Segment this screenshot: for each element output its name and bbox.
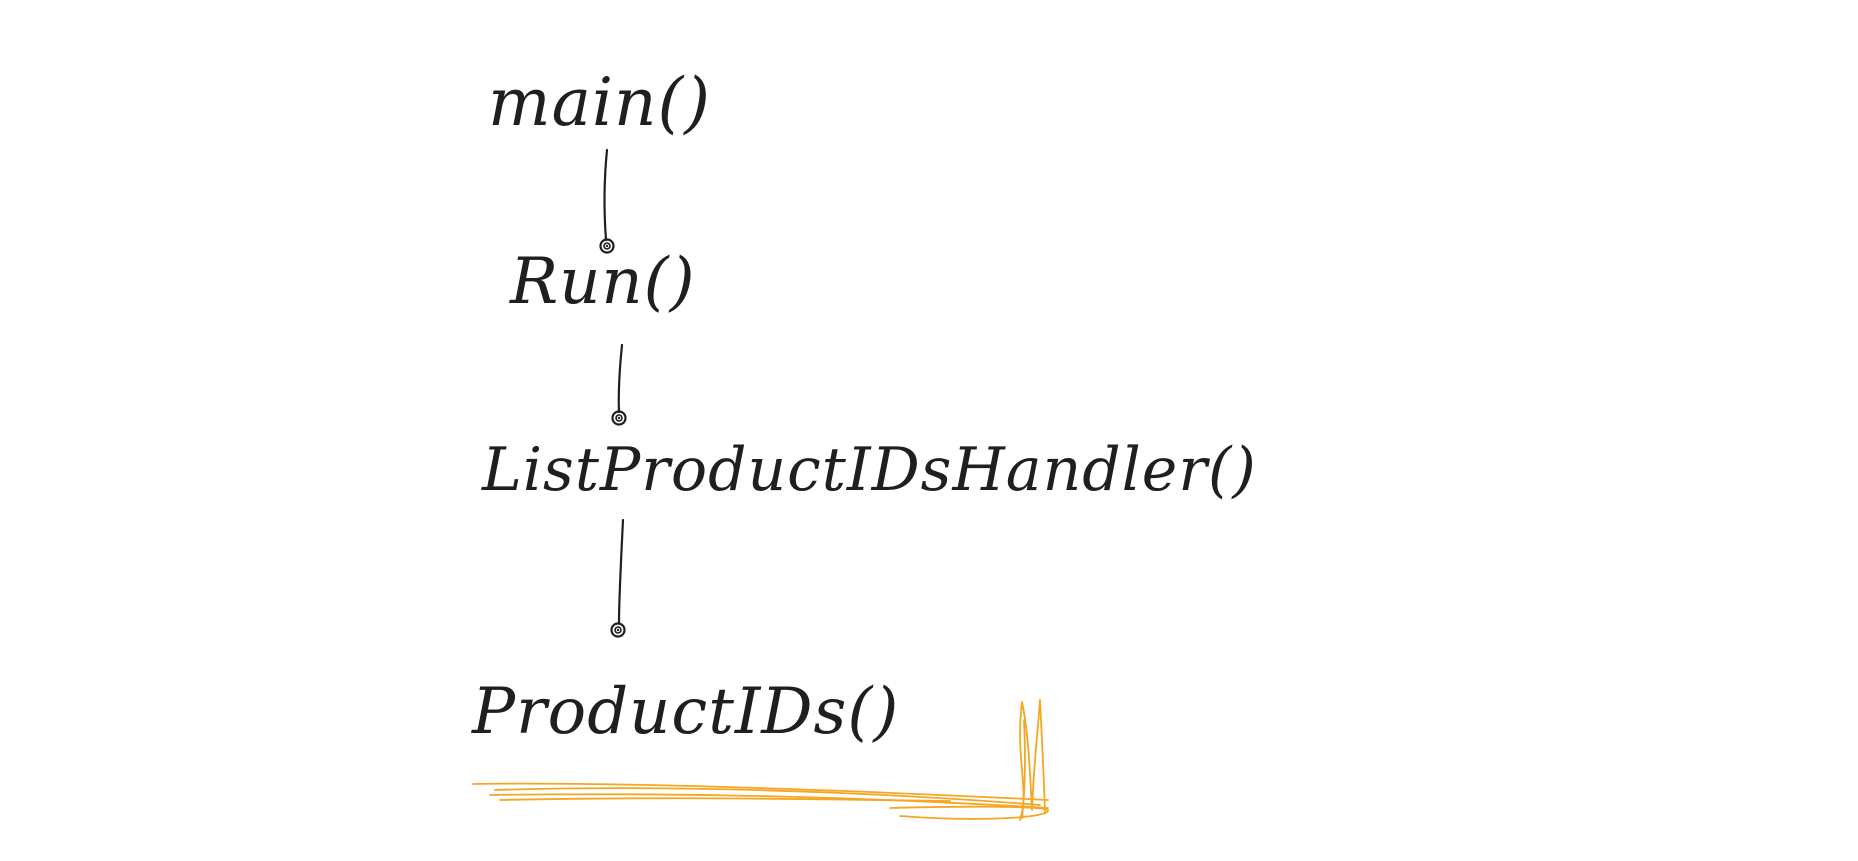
node-list-product-ids-handler: ListProductIDsHandler()	[482, 435, 1257, 505]
edge-run-to-handler	[611, 343, 627, 426]
node-product-ids: ProductIDs()	[472, 675, 900, 749]
highlight-underline-scribble	[472, 699, 1049, 821]
edge-handler-to-productids	[610, 518, 626, 638]
edge-main-to-run	[599, 148, 615, 254]
edge-endpoint-dot	[599, 238, 615, 254]
edge-endpoint-dot	[610, 622, 626, 638]
node-run: Run()	[510, 245, 696, 319]
node-main: main()	[488, 64, 712, 141]
edge-endpoint-dot	[611, 410, 627, 426]
